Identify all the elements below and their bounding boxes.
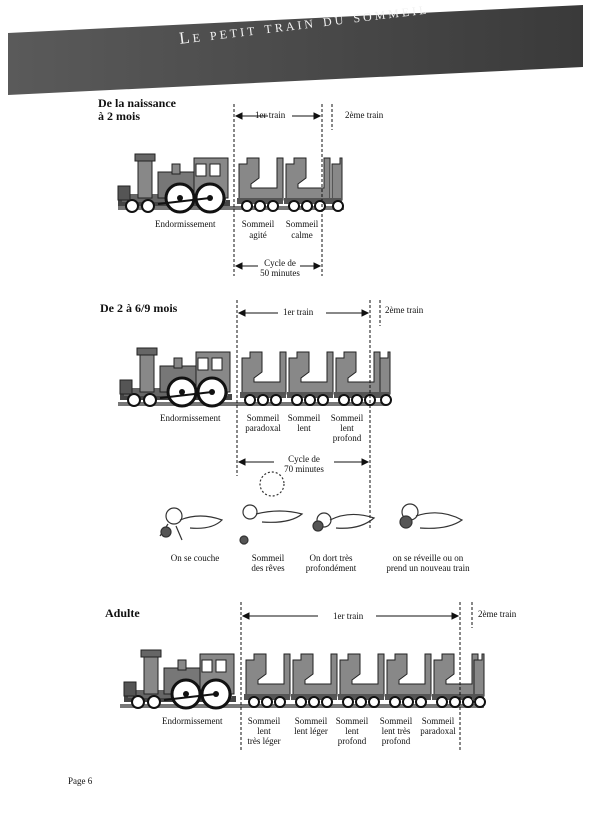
section-heading-newborn: De la naissance	[98, 96, 176, 110]
train-newborn	[116, 104, 344, 276]
title-banner: Le petit train du sommeil	[8, 5, 583, 95]
baby-caption: On se couche	[170, 553, 220, 563]
stage-label: très léger	[247, 736, 281, 746]
first-train-label: 1er train	[283, 307, 314, 317]
stage-label: profond	[381, 736, 411, 746]
stage-label: Sommeil	[287, 413, 321, 423]
cycle-duration: 70 minutes	[284, 464, 324, 474]
baby-caption: on se réveille ou on	[392, 553, 464, 563]
second-train-label: 2ème train	[385, 305, 424, 315]
baby-caption: On dort très	[309, 553, 353, 563]
stage-label: Endormissement	[160, 413, 221, 423]
stage-label: lent	[345, 726, 359, 736]
stage-label: lent	[257, 726, 271, 736]
baby-caption: Sommeil	[251, 553, 285, 563]
page-number: Page 6	[68, 776, 93, 786]
stage-label: lent très	[381, 726, 411, 736]
stage-label: Sommeil	[247, 716, 281, 726]
cycle-label: Cycle de	[264, 258, 296, 268]
baby-waking-icon	[399, 503, 464, 529]
section-heading-newborn-2: à 2 mois	[98, 109, 140, 123]
stage-label: profond	[337, 736, 367, 746]
cycle-duration: 50 minutes	[260, 268, 300, 278]
stage-label: paradoxal	[420, 726, 456, 736]
baby-caption: profondément	[305, 563, 357, 573]
stage-label: Sommeil	[379, 716, 413, 726]
baby-dreaming-icon	[239, 471, 304, 545]
stage-label: Sommeil	[285, 219, 319, 229]
second-train-label: 2ème train	[345, 110, 384, 120]
stage-label: Sommeil	[330, 413, 364, 423]
stage-label: agité	[249, 230, 267, 240]
baby-lying-down-icon	[159, 507, 224, 541]
stage-label: Sommeil	[421, 716, 455, 726]
stage-label: Sommeil	[294, 716, 328, 726]
first-train-label: 1er train	[255, 110, 286, 120]
stage-label: calme	[291, 230, 313, 240]
second-train-label: 2ème train	[478, 609, 517, 619]
train-adult	[120, 602, 486, 752]
stage-label: Sommeil	[246, 413, 280, 423]
section-heading-adult: Adulte	[105, 606, 140, 620]
first-train-label: 1er train	[333, 611, 364, 621]
baby-caption: prend un nouveau train	[386, 563, 470, 573]
stage-label: paradoxal	[245, 423, 281, 433]
banner-background	[8, 5, 583, 95]
stage-label: Sommeil	[241, 219, 275, 229]
stage-label: lent léger	[294, 726, 328, 736]
cycle-label: Cycle de	[288, 454, 320, 464]
stage-label: profond	[332, 433, 362, 443]
train-2-to-9-months	[118, 300, 392, 530]
baby-deep-sleep-icon	[312, 512, 376, 532]
stage-label: Endormissement	[162, 716, 223, 726]
stage-label: Endormissement	[155, 219, 216, 229]
baby-caption: des rêves	[251, 563, 285, 573]
stage-label: lent	[297, 423, 311, 433]
stage-label: Sommeil	[335, 716, 369, 726]
stage-label: lent	[340, 423, 354, 433]
section-heading-2-9-months: De 2 à 6/9 mois	[100, 301, 178, 315]
